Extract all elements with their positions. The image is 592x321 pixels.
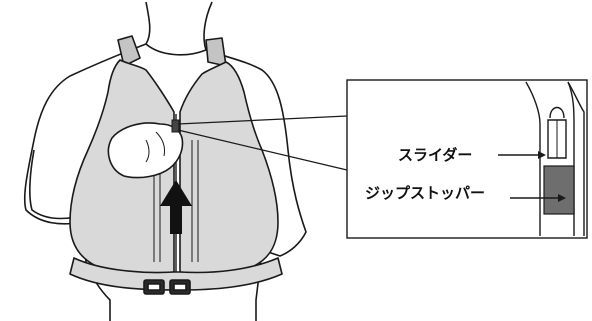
zipper-slider-icon xyxy=(172,120,179,132)
zip-stopper-icon xyxy=(544,166,574,214)
slider-label: スライダー xyxy=(398,146,472,164)
neck xyxy=(146,2,212,55)
right-shoulder-strap xyxy=(206,38,226,66)
zip-stopper-label: ジップストッパー xyxy=(365,184,485,202)
